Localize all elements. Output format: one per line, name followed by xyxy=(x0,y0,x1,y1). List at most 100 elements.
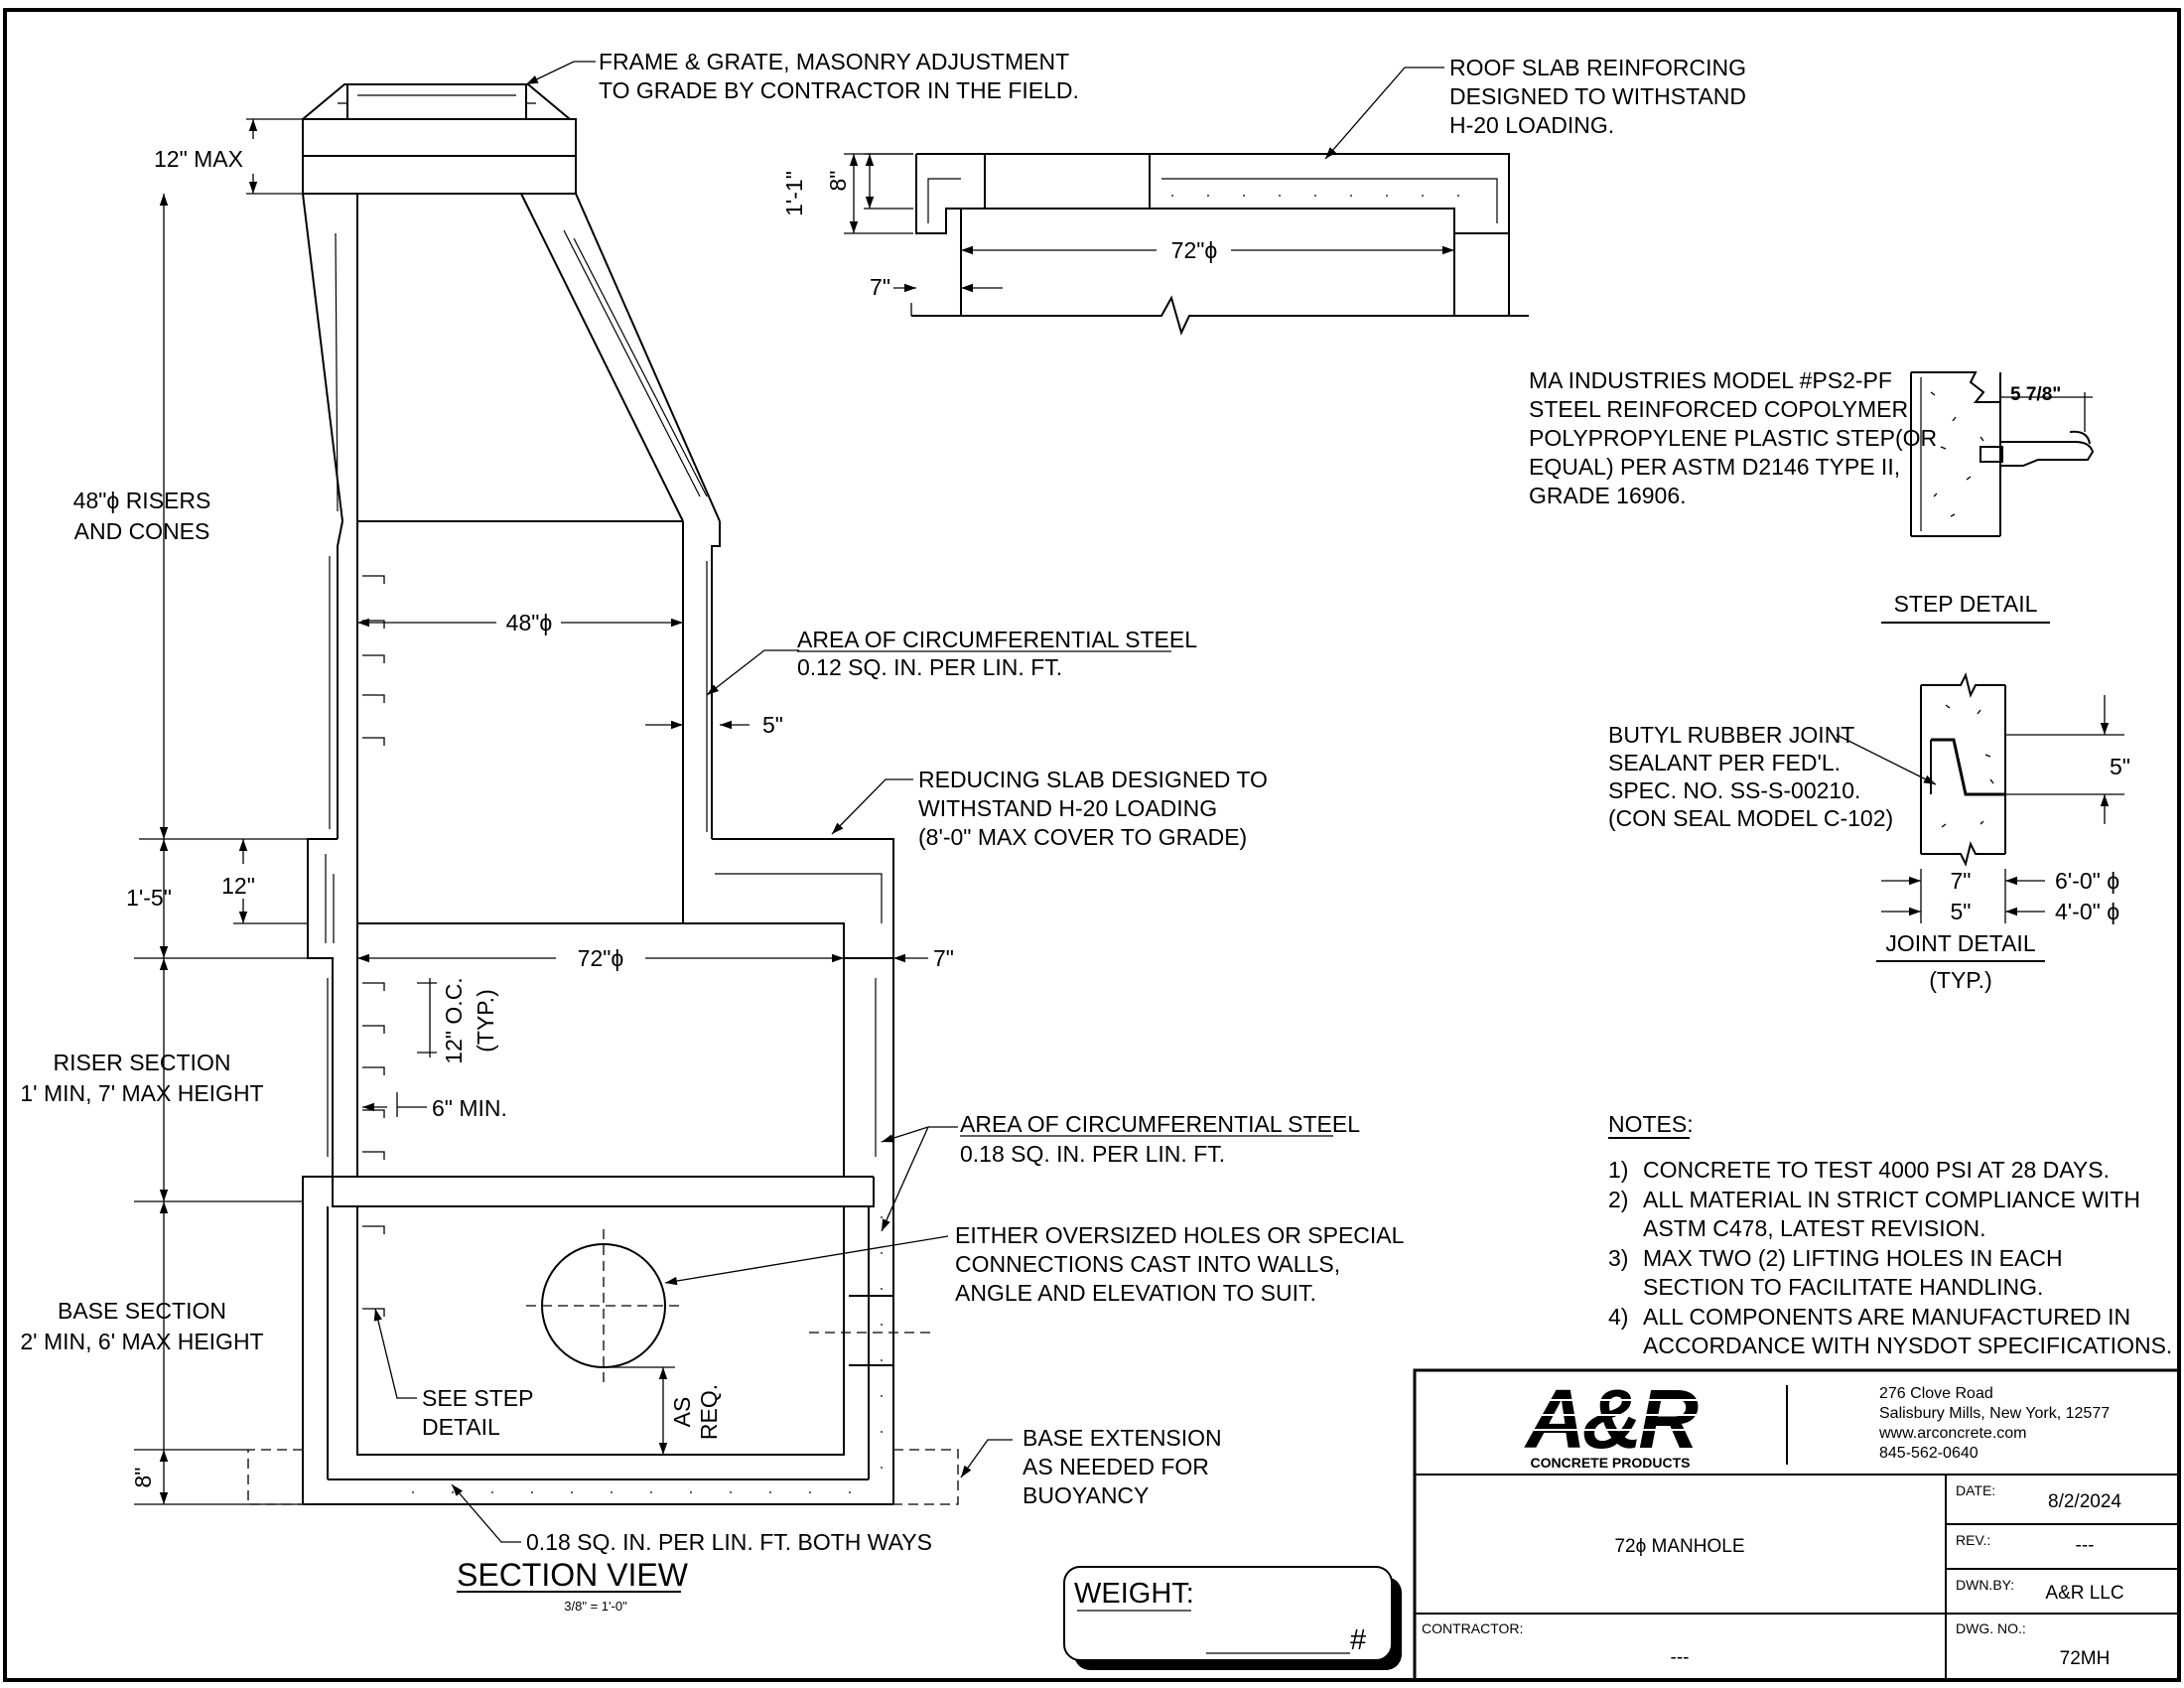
section-view-scale: 3/8" = 1'-0" xyxy=(564,1599,627,1614)
dim-12-max: 12" MAX xyxy=(154,146,243,172)
dim-wall-5: 5" xyxy=(762,712,783,738)
callout-circ-steel-bottom-value: 0.18 SQ. IN. PER LIN. FT. xyxy=(960,1141,1225,1167)
label-base-section-2: 2' MIN, 6' MAX HEIGHT xyxy=(20,1329,263,1354)
dim-as-req-2: REQ. xyxy=(696,1384,722,1440)
joint-text-3: SPEC. NO. SS-S-00210. xyxy=(1608,777,1860,803)
joint-dia-6: 6'-0" ϕ xyxy=(2055,868,2119,894)
roof-callout-3: H-20 LOADING. xyxy=(1449,112,1614,138)
section-view: 12" MAX 1'-5" 12" 8" 48"ϕ 5" xyxy=(20,49,1404,1614)
label-base-section-1: BASE SECTION xyxy=(58,1298,226,1324)
note-1-num: 1) xyxy=(1608,1157,1628,1183)
note-2-num: 2) xyxy=(1608,1187,1628,1212)
dim-12-oc-typ: (TYP.) xyxy=(473,989,498,1052)
callout-circ-steel-top-value: 0.12 SQ. IN. PER LIN. FT. xyxy=(797,654,1062,680)
weight-box: WEIGHT: # xyxy=(1063,1566,1402,1670)
contractor-value: --- xyxy=(1671,1647,1690,1668)
joint-detail: BUTYL RUBBER JOINT SEALANT PER FED'L. SP… xyxy=(1608,672,2130,993)
dwg-value: 72MH xyxy=(2060,1648,2111,1669)
callout-circ-steel-bottom-title: AREA OF CIRCUMFERENTIAL STEEL xyxy=(960,1111,1360,1137)
callout-see-step-1: SEE STEP xyxy=(422,1385,533,1411)
contractor-label: CONTRACTOR: xyxy=(1422,1620,1523,1636)
dim-6-min: 6" MIN. xyxy=(432,1095,507,1121)
section-view-title: SECTION VIEW xyxy=(457,1557,689,1593)
joint-dia-4: 4'-0" ϕ xyxy=(2055,899,2119,924)
joint-text-2: SEALANT PER FED'L. xyxy=(1608,750,1841,775)
ar-logo: A&R CONCRETE PRODUCTS xyxy=(1524,1372,1703,1471)
callout-holes-1: EITHER OVERSIZED HOLES OR SPECIAL xyxy=(955,1222,1405,1248)
drawing-title: 72ϕ MANHOLE xyxy=(1614,1536,1744,1557)
step-detail-title: STEP DETAIL xyxy=(1894,591,2038,617)
dim-12-oc: 12" O.C. xyxy=(441,977,467,1063)
address-2: Salisbury Mills, New York, 12577 xyxy=(1879,1405,2110,1422)
frame-grate xyxy=(302,83,577,195)
callout-circ-steel-top-title: AREA OF CIRCUMFERENTIAL STEEL xyxy=(797,627,1197,652)
address-3: www.arconcrete.com xyxy=(1878,1425,2027,1442)
note-2-line1: ALL MATERIAL IN STRICT COMPLIANCE WITH xyxy=(1643,1187,2140,1212)
dim-1-5: 1'-5" xyxy=(126,885,172,911)
dim-wall-7: 7" xyxy=(933,945,954,971)
callout-base-steel: 0.18 SQ. IN. PER LIN. FT. BOTH WAYS xyxy=(526,1529,932,1555)
callout-reducing-slab-3: (8'-0" MAX COVER TO GRADE) xyxy=(918,824,1247,850)
note-3-num: 3) xyxy=(1608,1245,1628,1271)
address-1: 276 Clove Road xyxy=(1879,1385,1993,1402)
label-risers-2: AND CONES xyxy=(74,518,210,544)
roof-dim-72: 72"ϕ xyxy=(1171,237,1218,263)
dim-72-dia: 72"ϕ xyxy=(578,945,624,971)
step-detail: MA INDUSTRIES MODEL #PS2-PF STEEL REINFO… xyxy=(1529,367,2095,624)
weight-label: WEIGHT: xyxy=(1074,1578,1194,1610)
callout-reducing-slab-2: WITHSTAND H-20 LOADING xyxy=(918,795,1217,821)
note-4-line2: ACCORDANCE WITH NYSDOT SPECIFICATIONS. xyxy=(1643,1333,2172,1358)
roof-slab-detail: 1'-1" 8" 72"ϕ 7" ROOF SLAB REINFORCING D… xyxy=(781,55,1746,336)
joint-detail-typ: (TYP.) xyxy=(1929,967,1991,993)
logo-text: A&R xyxy=(1524,1372,1699,1466)
cone-section xyxy=(302,193,721,522)
dim-12: 12" xyxy=(221,873,255,899)
joint-text-1: BUTYL RUBBER JOINT xyxy=(1608,722,1854,748)
note-1-line1: CONCRETE TO TEST 4000 PSI AT 28 DAYS. xyxy=(1643,1157,2110,1183)
joint-dim-5: 5" xyxy=(2110,754,2130,779)
callout-holes-3: ANGLE AND ELEVATION TO SUIT. xyxy=(955,1280,1316,1306)
step-text-2: STEEL REINFORCED COPOLYMER xyxy=(1529,396,1908,422)
roof-dim-1-1: 1'-1" xyxy=(781,171,807,216)
riser-48 xyxy=(329,520,721,923)
roof-dim-8: 8" xyxy=(825,171,851,192)
callout-holes-2: CONNECTIONS CAST INTO WALLS, xyxy=(955,1251,1340,1277)
reducing-slab xyxy=(307,838,894,958)
dim-as-req-1: AS xyxy=(669,1397,695,1428)
base-section xyxy=(247,1176,959,1505)
note-3-line2: SECTION TO FACILITATE HANDLING. xyxy=(1643,1274,2043,1300)
step-text-5: GRADE 16906. xyxy=(1529,483,1687,508)
callout-frame-grate-2: TO GRADE BY CONTRACTOR IN THE FIELD. xyxy=(599,77,1079,103)
roof-callout-2: DESIGNED TO WITHSTAND xyxy=(1449,83,1746,109)
logo-sub: CONCRETE PRODUCTS xyxy=(1530,1455,1690,1471)
callout-reducing-slab-1: REDUCING SLAB DESIGNED TO xyxy=(918,767,1268,792)
section-callouts: FRAME & GRATE, MASONRY ADJUSTMENT TO GRA… xyxy=(373,49,1405,1555)
note-3-line1: MAX TWO (2) LIFTING HOLES IN EACH xyxy=(1643,1245,2063,1271)
section-dimensions: 12" MAX 1'-5" 12" 8" 48"ϕ 5" xyxy=(126,118,954,1505)
date-label: DATE: xyxy=(1956,1482,1995,1498)
callout-base-ext-1: BASE EXTENSION xyxy=(1023,1425,1222,1451)
callout-base-ext-3: BUOYANCY xyxy=(1023,1482,1149,1508)
rev-value: --- xyxy=(2076,1535,2095,1556)
title-block: A&R CONCRETE PRODUCTS 276 Clove Road Sal… xyxy=(1413,1368,2181,1682)
notes: NOTES: 1) CONCRETE TO TEST 4000 PSI AT 2… xyxy=(1608,1111,2172,1358)
step-dim: 5 7/8" xyxy=(2010,384,2061,405)
joint-dim-5b: 5" xyxy=(1951,899,1972,924)
step-text-3: POLYPROPYLENE PLASTIC STEP(OR xyxy=(1529,425,1937,451)
roof-callout-1: ROOF SLAB REINFORCING xyxy=(1449,55,1746,80)
riser-72 xyxy=(307,922,894,1177)
roof-dim-7: 7" xyxy=(870,274,890,300)
address-4: 845-562-0640 xyxy=(1879,1445,1979,1462)
notes-title: NOTES: xyxy=(1608,1111,1694,1137)
callout-base-ext-2: AS NEEDED FOR xyxy=(1023,1454,1209,1479)
dwn-value: A&R LLC xyxy=(2045,1583,2123,1604)
joint-detail-title: JOINT DETAIL xyxy=(1885,930,2035,956)
dwn-label: DWN.BY: xyxy=(1956,1577,2014,1593)
dim-48-dia: 48"ϕ xyxy=(506,610,553,635)
step-text-4: EQUAL) PER ASTM D2146 TYPE II, xyxy=(1529,454,1900,480)
step-text-1: MA INDUSTRIES MODEL #PS2-PF xyxy=(1529,367,1892,393)
joint-text-4: (CON SEAL MODEL C-102) xyxy=(1608,805,1893,831)
note-4-num: 4) xyxy=(1608,1304,1628,1330)
dwg-label: DWG. NO.: xyxy=(1956,1620,2026,1636)
